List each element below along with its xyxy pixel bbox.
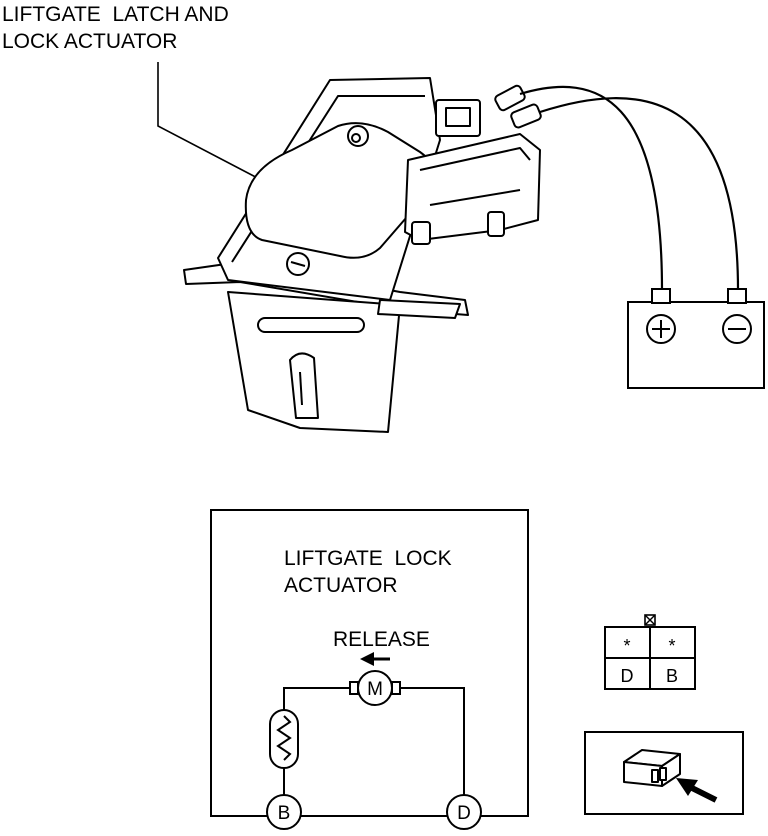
figure-title-line2: LOCK ACTUATOR	[2, 30, 177, 53]
connector-plug-icon	[623, 749, 681, 787]
leader-line	[157, 62, 291, 196]
connector-key-icon	[644, 614, 656, 626]
resistor-icon	[269, 709, 299, 769]
circuit-title-line1: LIFTGATE LOCK	[284, 547, 452, 570]
terminal-d-label: D	[457, 803, 471, 824]
connector-cell-top-right: *	[668, 636, 675, 656]
connector-cell-bottom-right: B	[666, 666, 678, 686]
positive-lead	[519, 85, 664, 291]
connector-cell-bottom-left: D	[621, 666, 634, 686]
figure-title-line1: LIFTGATE LATCH AND	[2, 3, 229, 26]
connector-cell-top-left: *	[623, 636, 630, 656]
terminal-b-circle	[266, 794, 302, 830]
latch-actuator-illustration	[183, 77, 542, 433]
motor-label: M	[367, 679, 383, 700]
motor-icon	[349, 670, 401, 706]
view-arrow-icon	[676, 778, 718, 803]
circuit-title-line2: ACTUATOR	[284, 574, 398, 597]
terminal-d-circle	[446, 794, 482, 830]
release-arrow-icon	[360, 652, 390, 666]
connector-view-frame	[584, 731, 744, 815]
release-label: RELEASE	[333, 628, 430, 651]
connector-face	[604, 626, 696, 690]
battery	[627, 288, 765, 389]
terminal-b-label: B	[278, 803, 291, 824]
negative-lead	[539, 97, 740, 291]
